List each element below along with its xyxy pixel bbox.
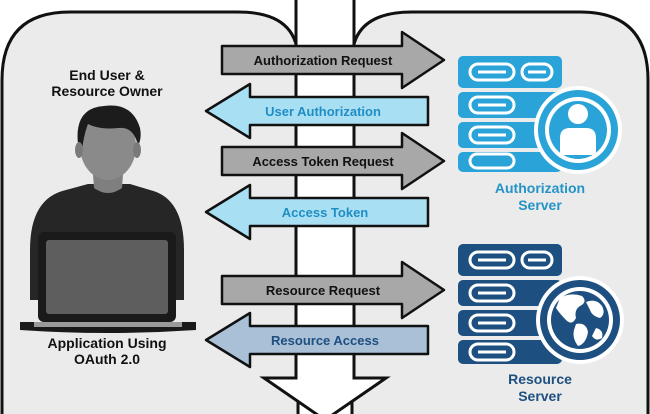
- user-with-laptop-icon: [20, 105, 196, 333]
- flow-label-authorization-request: Authorization Request: [254, 53, 393, 68]
- flow-arrow-user-authorization: [204, 82, 430, 140]
- flow-label-user-authorization: User Authorization: [265, 104, 381, 119]
- app-label-line2: OAuth 2.0: [74, 351, 140, 367]
- server-with-person-icon: [458, 56, 622, 174]
- flow-arrow-access-token-request: [220, 131, 446, 191]
- user-label-line1: End User &: [69, 67, 144, 83]
- flow-arrow-resource-access: [204, 311, 430, 369]
- resource-server-labels: Resource Server: [508, 371, 572, 404]
- flow-arrow-authorization-request: [220, 30, 446, 90]
- flow-arrows: [204, 30, 446, 369]
- flow-arrow-resource-request: [220, 260, 446, 320]
- flow-label-resource-access: Resource Access: [271, 333, 379, 348]
- flow-label-resource-request: Resource Request: [266, 283, 381, 298]
- server-with-globe-icon: [458, 244, 624, 364]
- user-label-line2: Resource Owner: [51, 83, 163, 99]
- flow-label-access-token: Access Token: [282, 205, 369, 220]
- app-label-line1: Application Using: [48, 335, 167, 351]
- flow-label-access-token-request: Access Token Request: [252, 154, 394, 169]
- user-labels: End User & Resource Owner Application Us…: [48, 67, 167, 367]
- resource-server-label-line2: Server: [518, 388, 562, 404]
- auth-server-labels: Authorization Server: [495, 180, 585, 213]
- auth-server-label-line1: Authorization: [495, 180, 585, 196]
- flow-arrow-access-token: [204, 183, 430, 241]
- auth-server-label-line2: Server: [518, 197, 562, 213]
- flow-labels: Authorization Request User Authorization…: [252, 53, 394, 348]
- resource-server-label-line1: Resource: [508, 371, 572, 387]
